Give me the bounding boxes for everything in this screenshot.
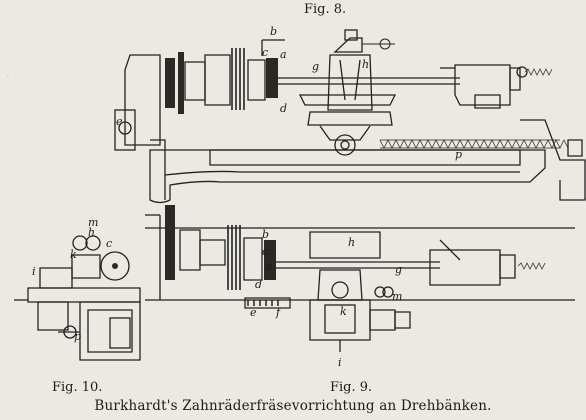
svg-text:a: a <box>266 260 273 273</box>
svg-text:p: p <box>455 148 462 161</box>
fig9-drawing: b c a h g k d e f m i <box>145 205 575 369</box>
svg-text:c: c <box>106 237 112 250</box>
svg-text:d: d <box>280 102 287 115</box>
svg-text:b: b <box>270 25 277 38</box>
fig8-drawing: b c a d g h e p <box>114 25 586 204</box>
svg-text:b: b <box>262 228 269 241</box>
svg-text:d: d <box>255 278 262 291</box>
fig10-drawing: m h k c i p <box>14 216 141 361</box>
fig10-label: Fig. 10. <box>52 380 103 395</box>
svg-text:e: e <box>250 306 257 319</box>
svg-text:e: e <box>116 115 123 128</box>
svg-text:i: i <box>338 356 342 369</box>
svg-text:c: c <box>262 46 268 59</box>
svg-text:m: m <box>88 216 98 229</box>
svg-text:p: p <box>74 330 81 343</box>
svg-text:g: g <box>395 263 402 276</box>
svg-text:g: g <box>312 60 319 73</box>
fig8-label: Fig. 8. <box>304 2 347 17</box>
svg-text:i: i <box>32 265 36 278</box>
bleed-through-text: · <box>6 70 10 84</box>
fig9-label: Fig. 9. <box>330 380 373 395</box>
svg-text:f: f <box>275 306 282 319</box>
figure-caption: Burkhardt's Zahnräderfräsevorrichtung an… <box>94 398 492 414</box>
svg-text:c: c <box>262 245 268 258</box>
svg-text:h: h <box>362 58 369 71</box>
svg-text:a: a <box>280 48 287 61</box>
svg-text:h: h <box>348 236 355 249</box>
svg-text:k: k <box>340 305 347 318</box>
svg-text:h: h <box>88 226 95 239</box>
svg-text:k: k <box>70 248 77 261</box>
svg-text:m: m <box>392 290 402 303</box>
